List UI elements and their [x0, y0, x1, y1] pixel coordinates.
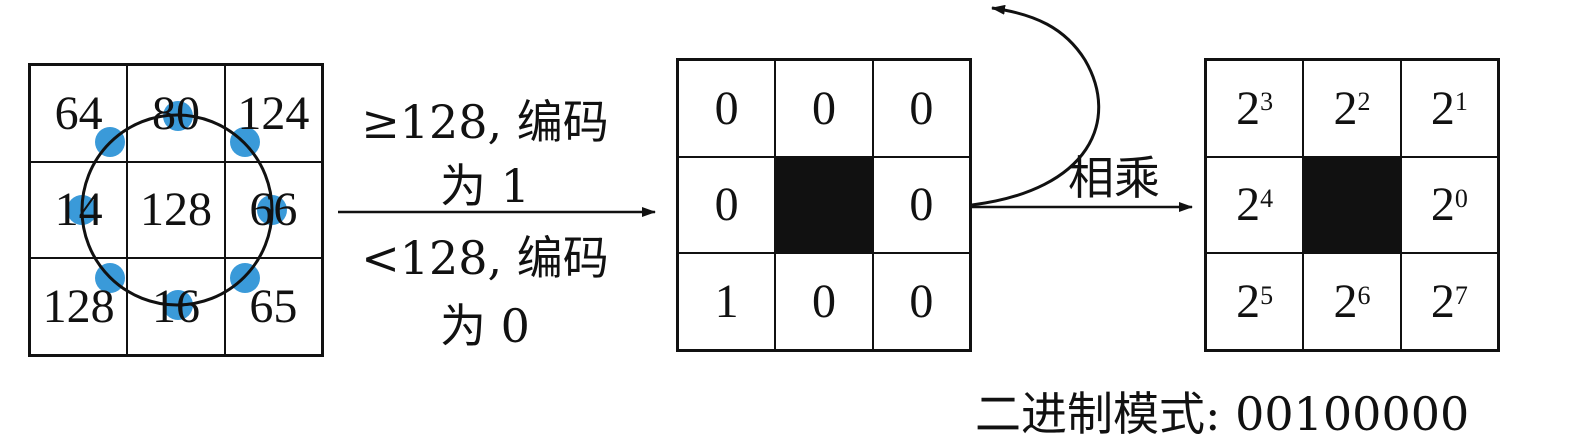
weight-base: 2	[1430, 178, 1455, 232]
input-grid: 64 80 124 14 128 66 128 16 65	[28, 63, 324, 357]
weight-exponent: 2	[1357, 87, 1371, 117]
input-cell-center: 128	[127, 161, 225, 259]
input-cell: 16	[127, 258, 225, 355]
weight-base: 2	[1430, 275, 1455, 329]
rule-line-4: 为 0	[440, 299, 530, 353]
binary-cell: 0	[872, 156, 970, 254]
weight-base: 2	[1333, 275, 1358, 329]
weight-exponent: 5	[1260, 280, 1274, 310]
multiply-label: 相乘	[1068, 151, 1160, 205]
input-cell: 66	[224, 161, 322, 259]
weight-cell-center	[1303, 156, 1401, 254]
weight-base: 2	[1430, 81, 1455, 135]
curved-arrow	[971, 4, 1101, 207]
weight-exponent: 6	[1357, 280, 1371, 310]
input-cell: 65	[224, 258, 322, 355]
input-cell: 14	[30, 161, 128, 259]
rule-line-2: 为 1	[440, 159, 530, 213]
binary-mode-caption: 二进制模式: 00100000	[975, 387, 1470, 441]
binary-cell: 0	[775, 60, 873, 157]
binary-cell: 0	[678, 60, 776, 157]
binary-cell: 0	[775, 253, 873, 350]
input-cell: 124	[224, 65, 322, 162]
input-cell: 64	[30, 65, 128, 162]
binary-cell: 0	[678, 156, 776, 254]
rule-line-3: <128, 编码	[361, 231, 609, 285]
input-cell: 80	[127, 65, 225, 162]
rule-line-1: ≥128, 编码	[361, 95, 609, 149]
weight-exponent: 7	[1454, 280, 1468, 310]
binary-cell: 1	[678, 253, 776, 350]
weight-exponent: 0	[1454, 183, 1468, 213]
weight-base: 2	[1236, 275, 1261, 329]
binary-cell-center	[775, 156, 873, 254]
weight-exponent: 1	[1454, 87, 1468, 117]
weight-base: 2	[1333, 81, 1358, 135]
sampling-circle	[80, 113, 274, 307]
weight-exponent: 4	[1260, 183, 1274, 213]
binary-grid: 0 0 0 0 0 1 0 0	[676, 58, 972, 352]
binary-cell: 0	[872, 60, 970, 157]
weight-base: 2	[1236, 81, 1261, 135]
input-cell: 128	[30, 258, 128, 355]
weight-base: 2	[1236, 178, 1261, 232]
weight-exponent: 3	[1260, 87, 1274, 117]
binary-cell: 0	[872, 253, 970, 350]
